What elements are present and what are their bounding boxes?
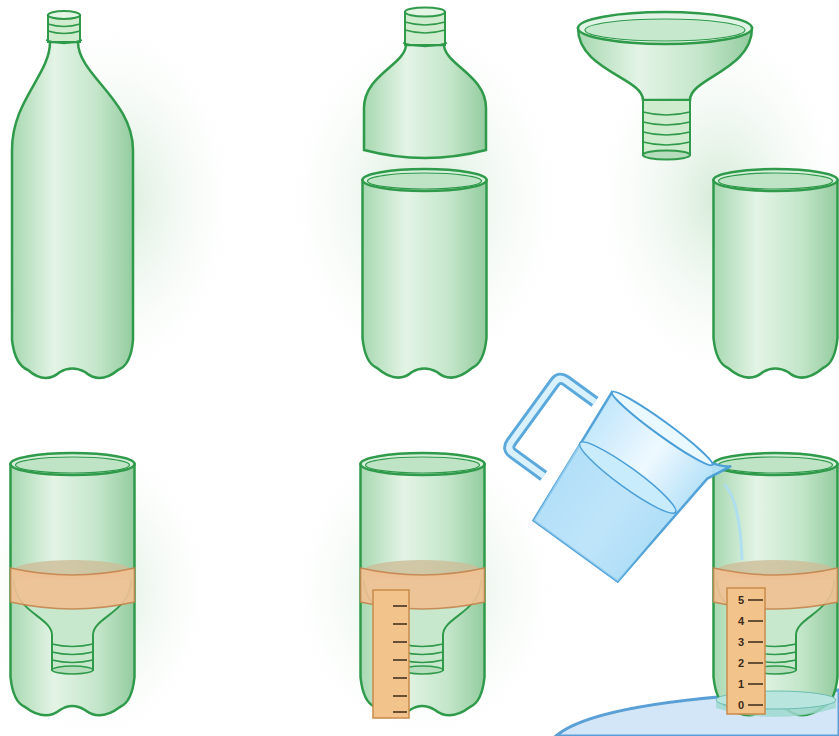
scale-number: 4 [738,616,744,627]
scale-number: 2 [738,658,744,669]
scale-number: 1 [738,679,744,690]
scale-number: 5 [738,595,744,606]
scale-number: 3 [738,637,744,648]
scale-number: 0 [738,700,744,711]
